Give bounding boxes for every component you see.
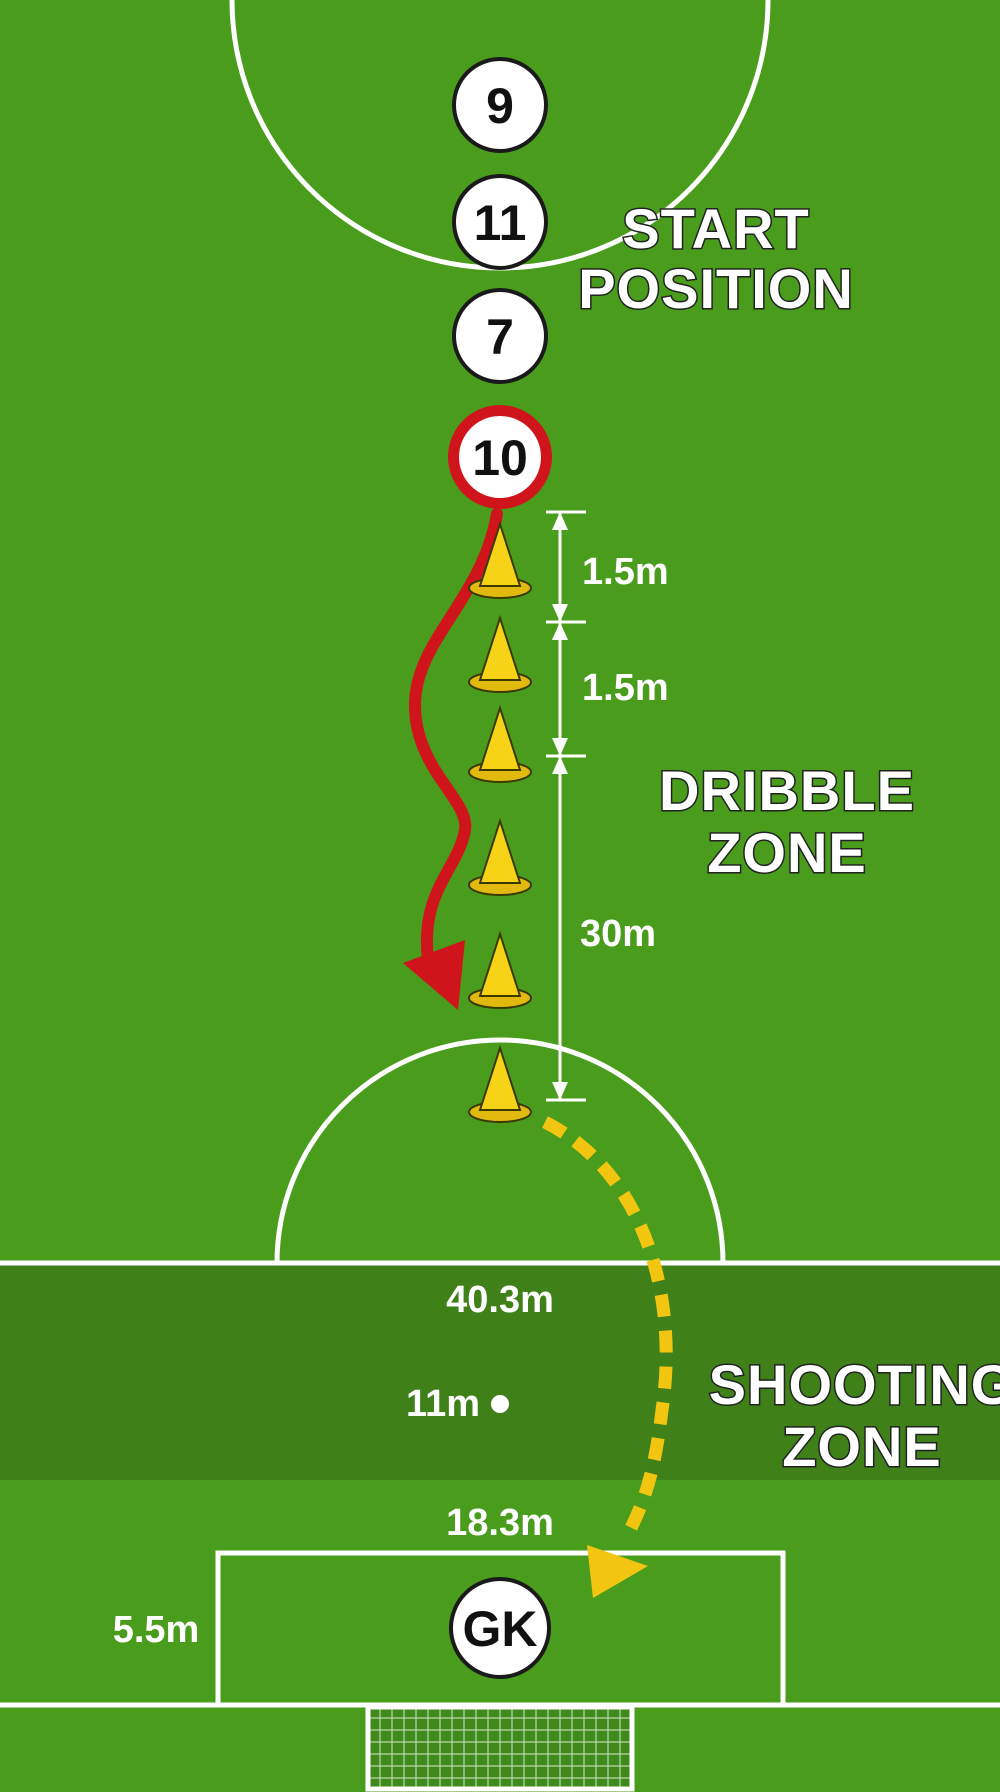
measurement-cone-gap-2: 1.5m [582, 667, 669, 709]
cone [468, 704, 532, 783]
start-position-label: START POSITION [577, 196, 855, 322]
cone [468, 1044, 532, 1123]
dimension-lines [546, 510, 586, 1102]
shot-path [542, 1116, 673, 1533]
penalty-spot [491, 1395, 509, 1413]
player-number: 10 [472, 430, 528, 486]
goal-net [365, 1704, 635, 1792]
dribble-label-line1: DRIBBLE [659, 759, 915, 822]
cone [468, 614, 532, 693]
dribble-arrow-head [403, 940, 465, 1010]
measurement-dribble-length: 30m [580, 913, 656, 955]
shooting-label-line2: ZONE [782, 1415, 942, 1478]
penalty-arc [274, 1037, 726, 1264]
measurement-penalty-spot: 11m [406, 1383, 480, 1425]
player-number: 11 [474, 195, 527, 251]
shooting-zone-label: SHOOTING ZONE [707, 1352, 1000, 1480]
goalkeeper[interactable]: GK [449, 1577, 551, 1679]
cone [468, 520, 532, 599]
start-label-line2: POSITION [578, 257, 854, 320]
player-9[interactable]: 9 [452, 57, 548, 153]
measurement-six-yard: 5.5m [113, 1609, 200, 1651]
start-label-line1: START [622, 197, 810, 260]
dribble-path [408, 508, 503, 966]
player-7[interactable]: 7 [452, 288, 548, 384]
player-number: 7 [486, 309, 514, 365]
measurement-cone-gap-1: 1.5m [582, 551, 669, 593]
cones-group [468, 520, 532, 1123]
measurement-box-width: 18.3m [446, 1502, 554, 1544]
shooting-label-line1: SHOOTING [709, 1353, 1000, 1416]
player-number: 9 [486, 78, 514, 134]
measurement-penalty-arc: 40.3m [446, 1279, 554, 1321]
shooting-zone-band [0, 1263, 1000, 1480]
player-11[interactable]: 11 [452, 174, 548, 270]
cone [468, 817, 532, 896]
goalkeeper-label: GK [463, 1601, 538, 1657]
dribble-zone-label: DRIBBLE ZONE [658, 758, 916, 886]
cone [468, 930, 532, 1009]
player-10-highlighted[interactable]: 10 [448, 405, 552, 509]
dribble-label-line2: ZONE [707, 821, 867, 884]
shot-arrow-head [587, 1545, 648, 1598]
